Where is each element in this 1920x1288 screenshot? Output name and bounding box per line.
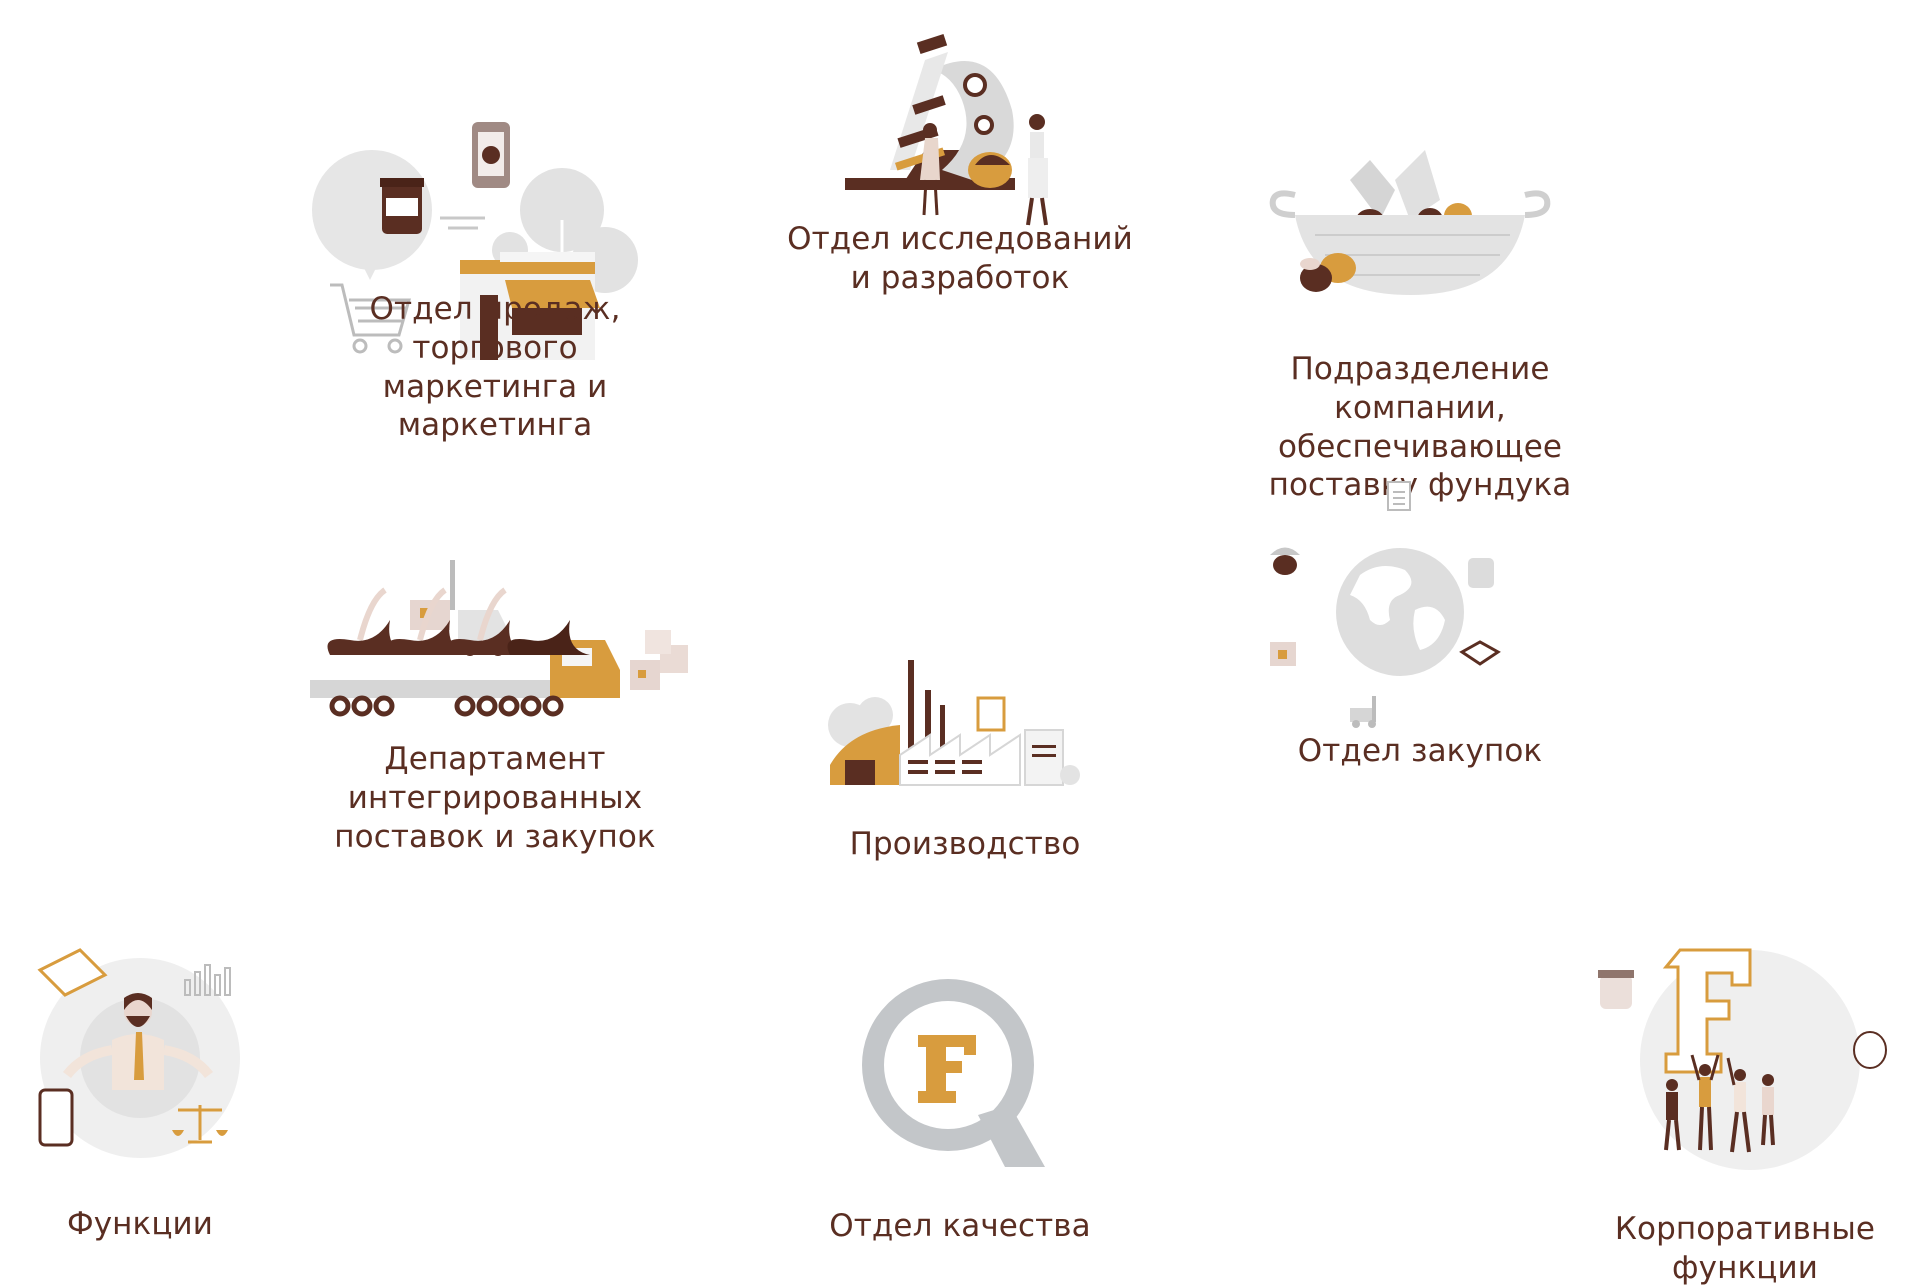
tile-production[interactable]: Производство [800, 630, 1130, 870]
tile-label: Отдел качества [829, 1208, 1091, 1244]
team-f-icon [1598, 948, 1887, 1170]
tile-label: Производство [849, 826, 1081, 862]
tile-label: Отдел исследований и разработок [787, 221, 1133, 296]
tile-label: Департамент интегрированных поставок и з… [334, 741, 656, 855]
microscope-icon [845, 33, 1048, 226]
tile-label: Отдел продаж, торгового маркетинга и мар… [369, 291, 621, 444]
businessman-icon [37, 948, 240, 1158]
tile-label: Функции [66, 1206, 214, 1242]
tile-rnd[interactable]: Отдел исследований и разработок [780, 20, 1140, 330]
tile-sales[interactable]: Отдел продаж, торгового маркетинга и мар… [300, 110, 690, 443]
quality-q-icon [862, 979, 1045, 1167]
tile-corporate[interactable]: Корпоративные функции [1580, 930, 1910, 1286]
shop-icon [312, 122, 638, 360]
tile-procurement[interactable]: Отдел закупок [1240, 480, 1600, 800]
tile-label: Подразделение компании, обеспечивающее п… [1268, 351, 1572, 504]
hazelnut-basket-icon [1269, 150, 1551, 295]
tile-label: Отдел закупок [1297, 733, 1543, 769]
factory-icon [828, 660, 1080, 786]
tile-quality[interactable]: Отдел качества [820, 955, 1100, 1245]
tile-functions[interactable]: Функции [20, 940, 260, 1242]
tile-hazelnut[interactable]: Подразделение компании, обеспечивающее п… [1230, 140, 1610, 503]
globe-icon [1270, 481, 1501, 728]
tile-label: Корпоративные функции [1614, 1211, 1876, 1286]
truck-icon [310, 560, 688, 717]
tile-supply[interactable]: Департамент интегрированных поставок и з… [300, 520, 690, 855]
